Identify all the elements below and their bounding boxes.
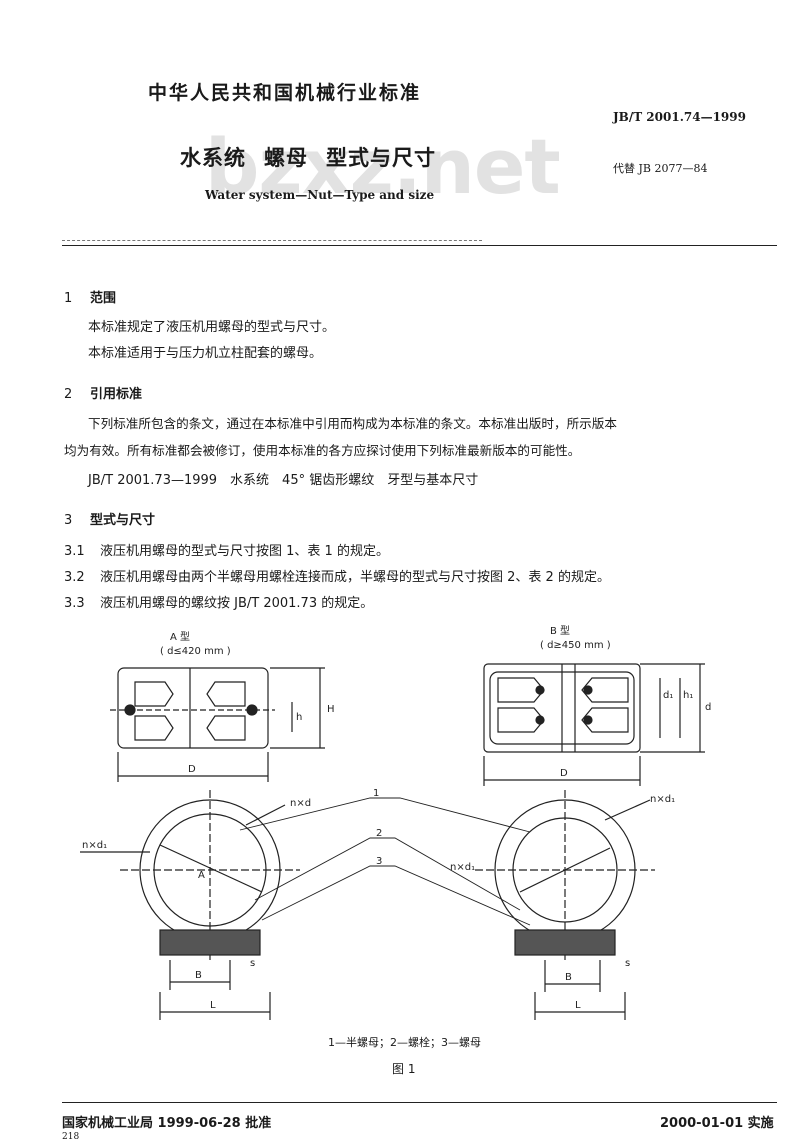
figure-caption: 图 1 <box>392 1062 416 1076</box>
title-part-2: 螺母 <box>264 146 308 170</box>
type-a-section-view <box>80 790 300 1020</box>
title-part-1: 水系统 <box>180 146 246 170</box>
dim-L-b-label: L <box>575 1000 581 1011</box>
section-2-para-2: 均为有效。所有标准都会被修订，使用本标准的各方应探讨使用下列标准最新版本的可能性… <box>64 443 581 458</box>
dim-H-label: H <box>327 704 335 715</box>
dim-n-d1-a-label: n×d₁ <box>82 840 107 851</box>
section-1-para-2: 本标准适用于与压力机立柱配套的螺母。 <box>88 346 323 361</box>
standard-number: JB/T 2001.74—1999 <box>613 110 746 124</box>
dim-d1-label: d₁ <box>663 690 673 701</box>
dim-n-d-a-label: n×d <box>290 798 311 809</box>
replaces-standard: 代替 JB 2077—84 <box>613 162 708 175</box>
section-1-number: 1 <box>64 291 73 306</box>
section-1-title: 范围 <box>90 291 117 306</box>
section-A-label: A <box>198 870 205 881</box>
section-1-para-1: 本标准规定了液压机用螺母的型式与尺寸。 <box>88 320 336 335</box>
section-2-ref: JB/T 2001.73—1999 水系统 45° 锯齿形螺纹 牙型与基本尺寸 <box>88 473 479 488</box>
section-1-heading: 1 范围 <box>64 287 116 306</box>
dim-D-b-label: D <box>560 768 568 779</box>
dim-n-d1-c-label: n×d₁ <box>450 862 475 873</box>
section-2-title: 引用标准 <box>90 387 143 402</box>
type-b-top-view <box>483 663 705 786</box>
type-b-label: B 型 <box>550 624 570 637</box>
header-rule <box>62 245 777 246</box>
section-2-number: 2 <box>64 387 73 402</box>
english-title: Water system—Nut—Type and size <box>205 188 435 202</box>
page-number: 218 <box>62 1132 80 1142</box>
callout-leaders <box>239 797 531 926</box>
section-3-number: 3 <box>64 513 73 528</box>
clause-3-2-number: 3.2 <box>64 570 85 585</box>
dim-B-b-label: B <box>565 972 572 983</box>
type-b-condition: ( d≥450 mm ) <box>540 640 611 651</box>
callout-2: 2 <box>376 828 382 839</box>
dim-s-b-label: s <box>625 958 630 969</box>
section-3-title: 型式与尺寸 <box>90 513 156 528</box>
footer-rule <box>62 1102 777 1103</box>
callout-1: 1 <box>373 788 379 799</box>
dim-s-a-label: s <box>250 958 255 969</box>
header-dashed-rule <box>62 240 482 241</box>
dim-L-a-label: L <box>210 1000 216 1011</box>
title-part-3: 型式与尺寸 <box>326 146 436 170</box>
figure-1-drawing: A 型 ( d≤420 mm ) B 型 ( d≥450 mm ) H h D … <box>80 624 711 1020</box>
approval-line: 国家机械工业局 1999-06-28 批准 <box>62 1116 272 1131</box>
clause-3-3: 3.3 液压机用螺母的螺纹按 JB/T 2001.73 的规定。 <box>64 593 373 615</box>
type-b-section-view <box>475 790 655 1020</box>
dim-B-a-label: B <box>195 970 202 981</box>
callout-3: 3 <box>376 856 382 867</box>
implementation-date: 2000-01-01 实施 <box>660 1116 774 1131</box>
dim-n-d1-b-label: n×d₁ <box>650 794 675 805</box>
type-a-condition: ( d≤420 mm ) <box>160 646 231 657</box>
clause-3-2: 3.2 液压机用螺母由两个半螺母用螺栓连接而成，半螺母的型式与尺寸按图 2、表 2… <box>64 567 610 589</box>
dim-D-a-label: D <box>188 764 196 775</box>
clause-3-1-number: 3.1 <box>64 544 85 559</box>
clause-3-2-text: 液压机用螺母由两个半螺母用螺栓连接而成，半螺母的型式与尺寸按图 2、表 2 的规… <box>100 570 610 585</box>
type-a-top-view <box>110 667 325 782</box>
section-2-heading: 2 引用标准 <box>64 383 142 402</box>
org-title: 中华人民共和国机械行业标准 <box>148 82 422 104</box>
clause-3-1: 3.1 液压机用螺母的型式与尺寸按图 1、表 1 的规定。 <box>64 541 389 563</box>
section-3-heading: 3 型式与尺寸 <box>64 509 155 528</box>
clause-3-3-number: 3.3 <box>64 596 85 611</box>
dim-d-label: d <box>705 702 711 713</box>
watermark: bzxz.net <box>205 122 561 211</box>
type-a-label: A 型 <box>170 630 190 643</box>
document-title: 水系统螺母型式与尺寸 <box>180 142 436 172</box>
dim-h-label: h <box>296 712 302 723</box>
figure-legend: 1—半螺母；2—螺栓；3—螺母 <box>328 1036 481 1049</box>
section-2-para-1: 下列标准所包含的条文，通过在本标准中引用而构成为本标准的条文。本标准出版时，所示… <box>88 416 617 431</box>
dim-h1-label: h₁ <box>683 690 693 701</box>
clause-3-3-text: 液压机用螺母的螺纹按 JB/T 2001.73 的规定。 <box>100 596 374 611</box>
clause-3-1-text: 液压机用螺母的型式与尺寸按图 1、表 1 的规定。 <box>100 544 389 559</box>
